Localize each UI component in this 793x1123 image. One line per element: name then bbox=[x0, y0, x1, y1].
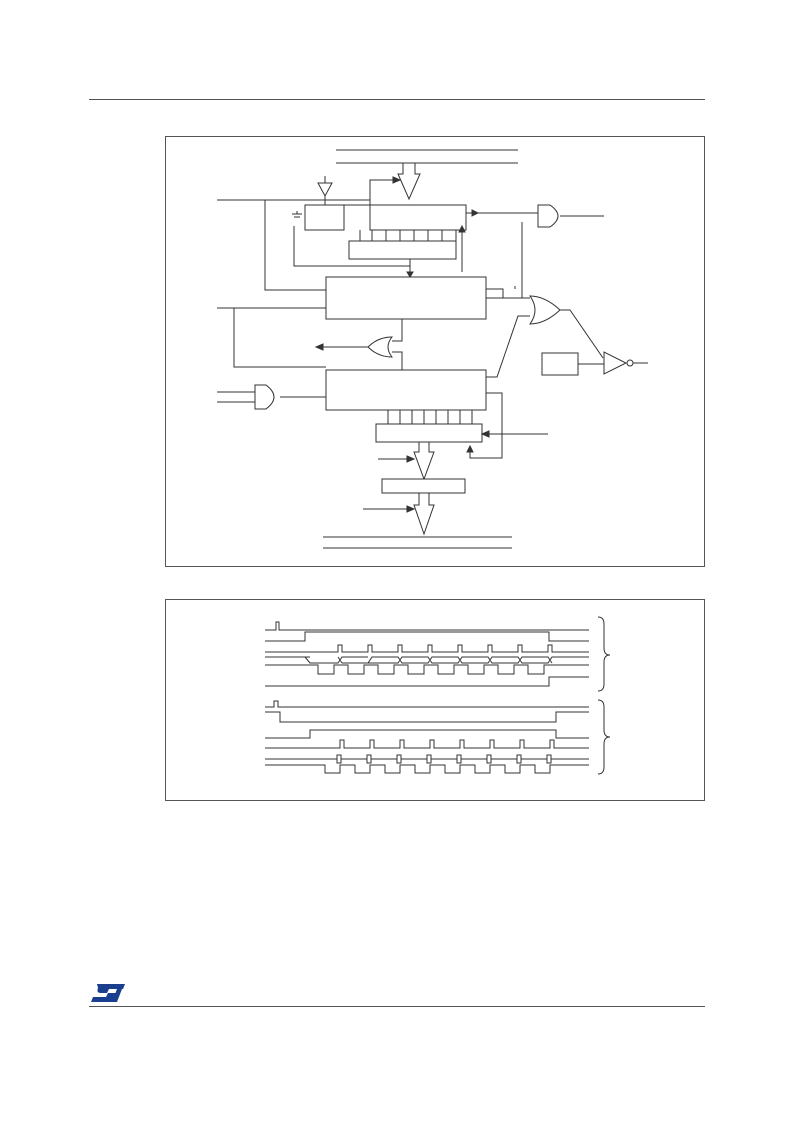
waveform-4-data bbox=[265, 656, 589, 664]
header-rule bbox=[89, 99, 705, 100]
or-gate-middle bbox=[529, 295, 561, 325]
control-block bbox=[325, 276, 487, 320]
figure-timing-diagram-frame bbox=[165, 599, 705, 801]
and-gate-left bbox=[254, 384, 275, 410]
st-logo-icon bbox=[91, 984, 125, 1002]
brace-2 bbox=[597, 699, 611, 775]
output-arrow-2 bbox=[413, 492, 435, 536]
waveform-10 bbox=[265, 739, 589, 749]
counter-block bbox=[325, 369, 487, 411]
waveform-6 bbox=[265, 676, 589, 687]
waveform-2 bbox=[265, 631, 589, 642]
waveform-12 bbox=[265, 764, 589, 774]
or-gate-left bbox=[367, 336, 394, 358]
waveform-3 bbox=[265, 644, 589, 653]
counter-taps bbox=[387, 410, 473, 424]
output-arrow-1 bbox=[413, 441, 435, 481]
small-block bbox=[304, 204, 345, 231]
waveform-11 bbox=[265, 754, 589, 764]
waveform-9 bbox=[265, 729, 589, 739]
waveform-8 bbox=[265, 711, 589, 723]
output-latch-row bbox=[348, 240, 457, 260]
inverter-output bbox=[603, 351, 628, 375]
footer-rule bbox=[89, 1006, 705, 1007]
arrow-left bbox=[314, 343, 324, 351]
and-gate-top bbox=[537, 204, 559, 228]
bus-arrow-top bbox=[397, 162, 421, 201]
register-taps bbox=[359, 230, 457, 241]
waveform-5 bbox=[265, 664, 589, 675]
brace-1 bbox=[597, 616, 611, 692]
arrow-head bbox=[392, 176, 402, 184]
waveform-7 bbox=[265, 700, 589, 708]
shift-register bbox=[369, 204, 467, 231]
waveform-1 bbox=[265, 621, 589, 631]
